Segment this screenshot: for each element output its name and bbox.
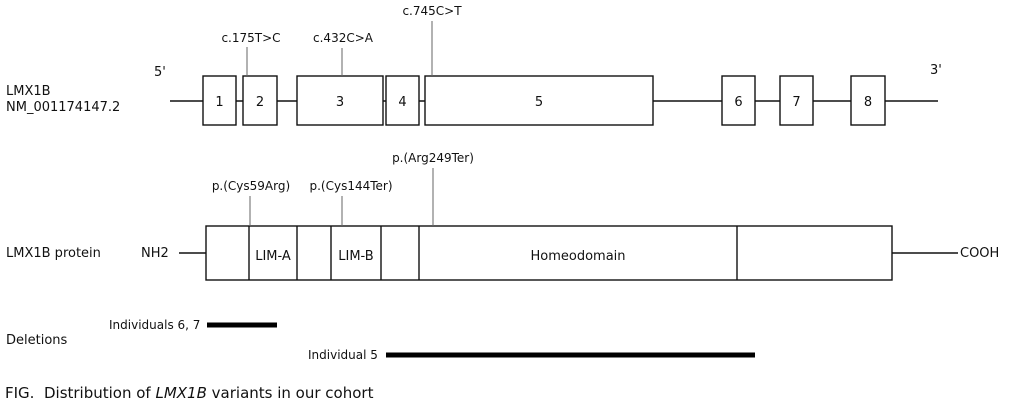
exon-7: 7 [779, 75, 814, 126]
protein-variant-cys144ter: p.(Cys144Ter) [309, 179, 392, 193]
protein-variant-cys59arg: p.(Cys59Arg) [212, 179, 290, 193]
exon-label: 2 [256, 95, 264, 110]
exon-2: 2 [242, 75, 278, 126]
dna-variant-c175: c.175T>C [221, 31, 280, 45]
protein-variant-arg249ter: p.(Arg249Ter) [392, 151, 474, 165]
domain-lim-a: LIM-A [255, 249, 291, 264]
exon-4: 4 [385, 75, 420, 126]
deletions-label: Deletions [6, 333, 68, 348]
c-terminus-label: COOH [960, 246, 999, 261]
figure-caption: FIG. Distribution of LMX1B variants in o… [5, 384, 374, 402]
protein-body [205, 225, 893, 281]
exon-1: 1 [202, 75, 237, 126]
dna-variant-c432: c.432C>A [313, 31, 374, 45]
exon-label: 1 [215, 95, 223, 110]
transcript-label: NM_001174147.2 [6, 100, 120, 115]
exon-6: 6 [721, 75, 756, 126]
exon-label: 6 [734, 95, 742, 110]
exon-label: 5 [535, 95, 543, 110]
exon-label: 7 [792, 95, 800, 110]
deletion-label-individual-5: Individual 5 [308, 348, 378, 362]
exon-3: 3 [296, 75, 384, 126]
domain-homeodomain: Homeodomain [530, 249, 625, 264]
n-terminus-label: NH2 [141, 246, 169, 261]
exon-label: 3 [336, 95, 344, 110]
protein-label: LMX1B protein [6, 246, 101, 261]
exon-label: 8 [864, 95, 872, 110]
three-prime-label: 3' [930, 63, 942, 78]
exon-label: 4 [398, 95, 406, 110]
five-prime-label: 5' [154, 65, 166, 80]
exon-5: 5 [424, 75, 654, 126]
domain-lim-b: LIM-B [338, 249, 373, 264]
deletion-label-individuals-6-7: Individuals 6, 7 [109, 318, 200, 332]
dna-variant-c745: c.745C>T [402, 4, 462, 18]
gene-name-label: LMX1B [6, 84, 51, 99]
exon-8: 8 [850, 75, 886, 126]
